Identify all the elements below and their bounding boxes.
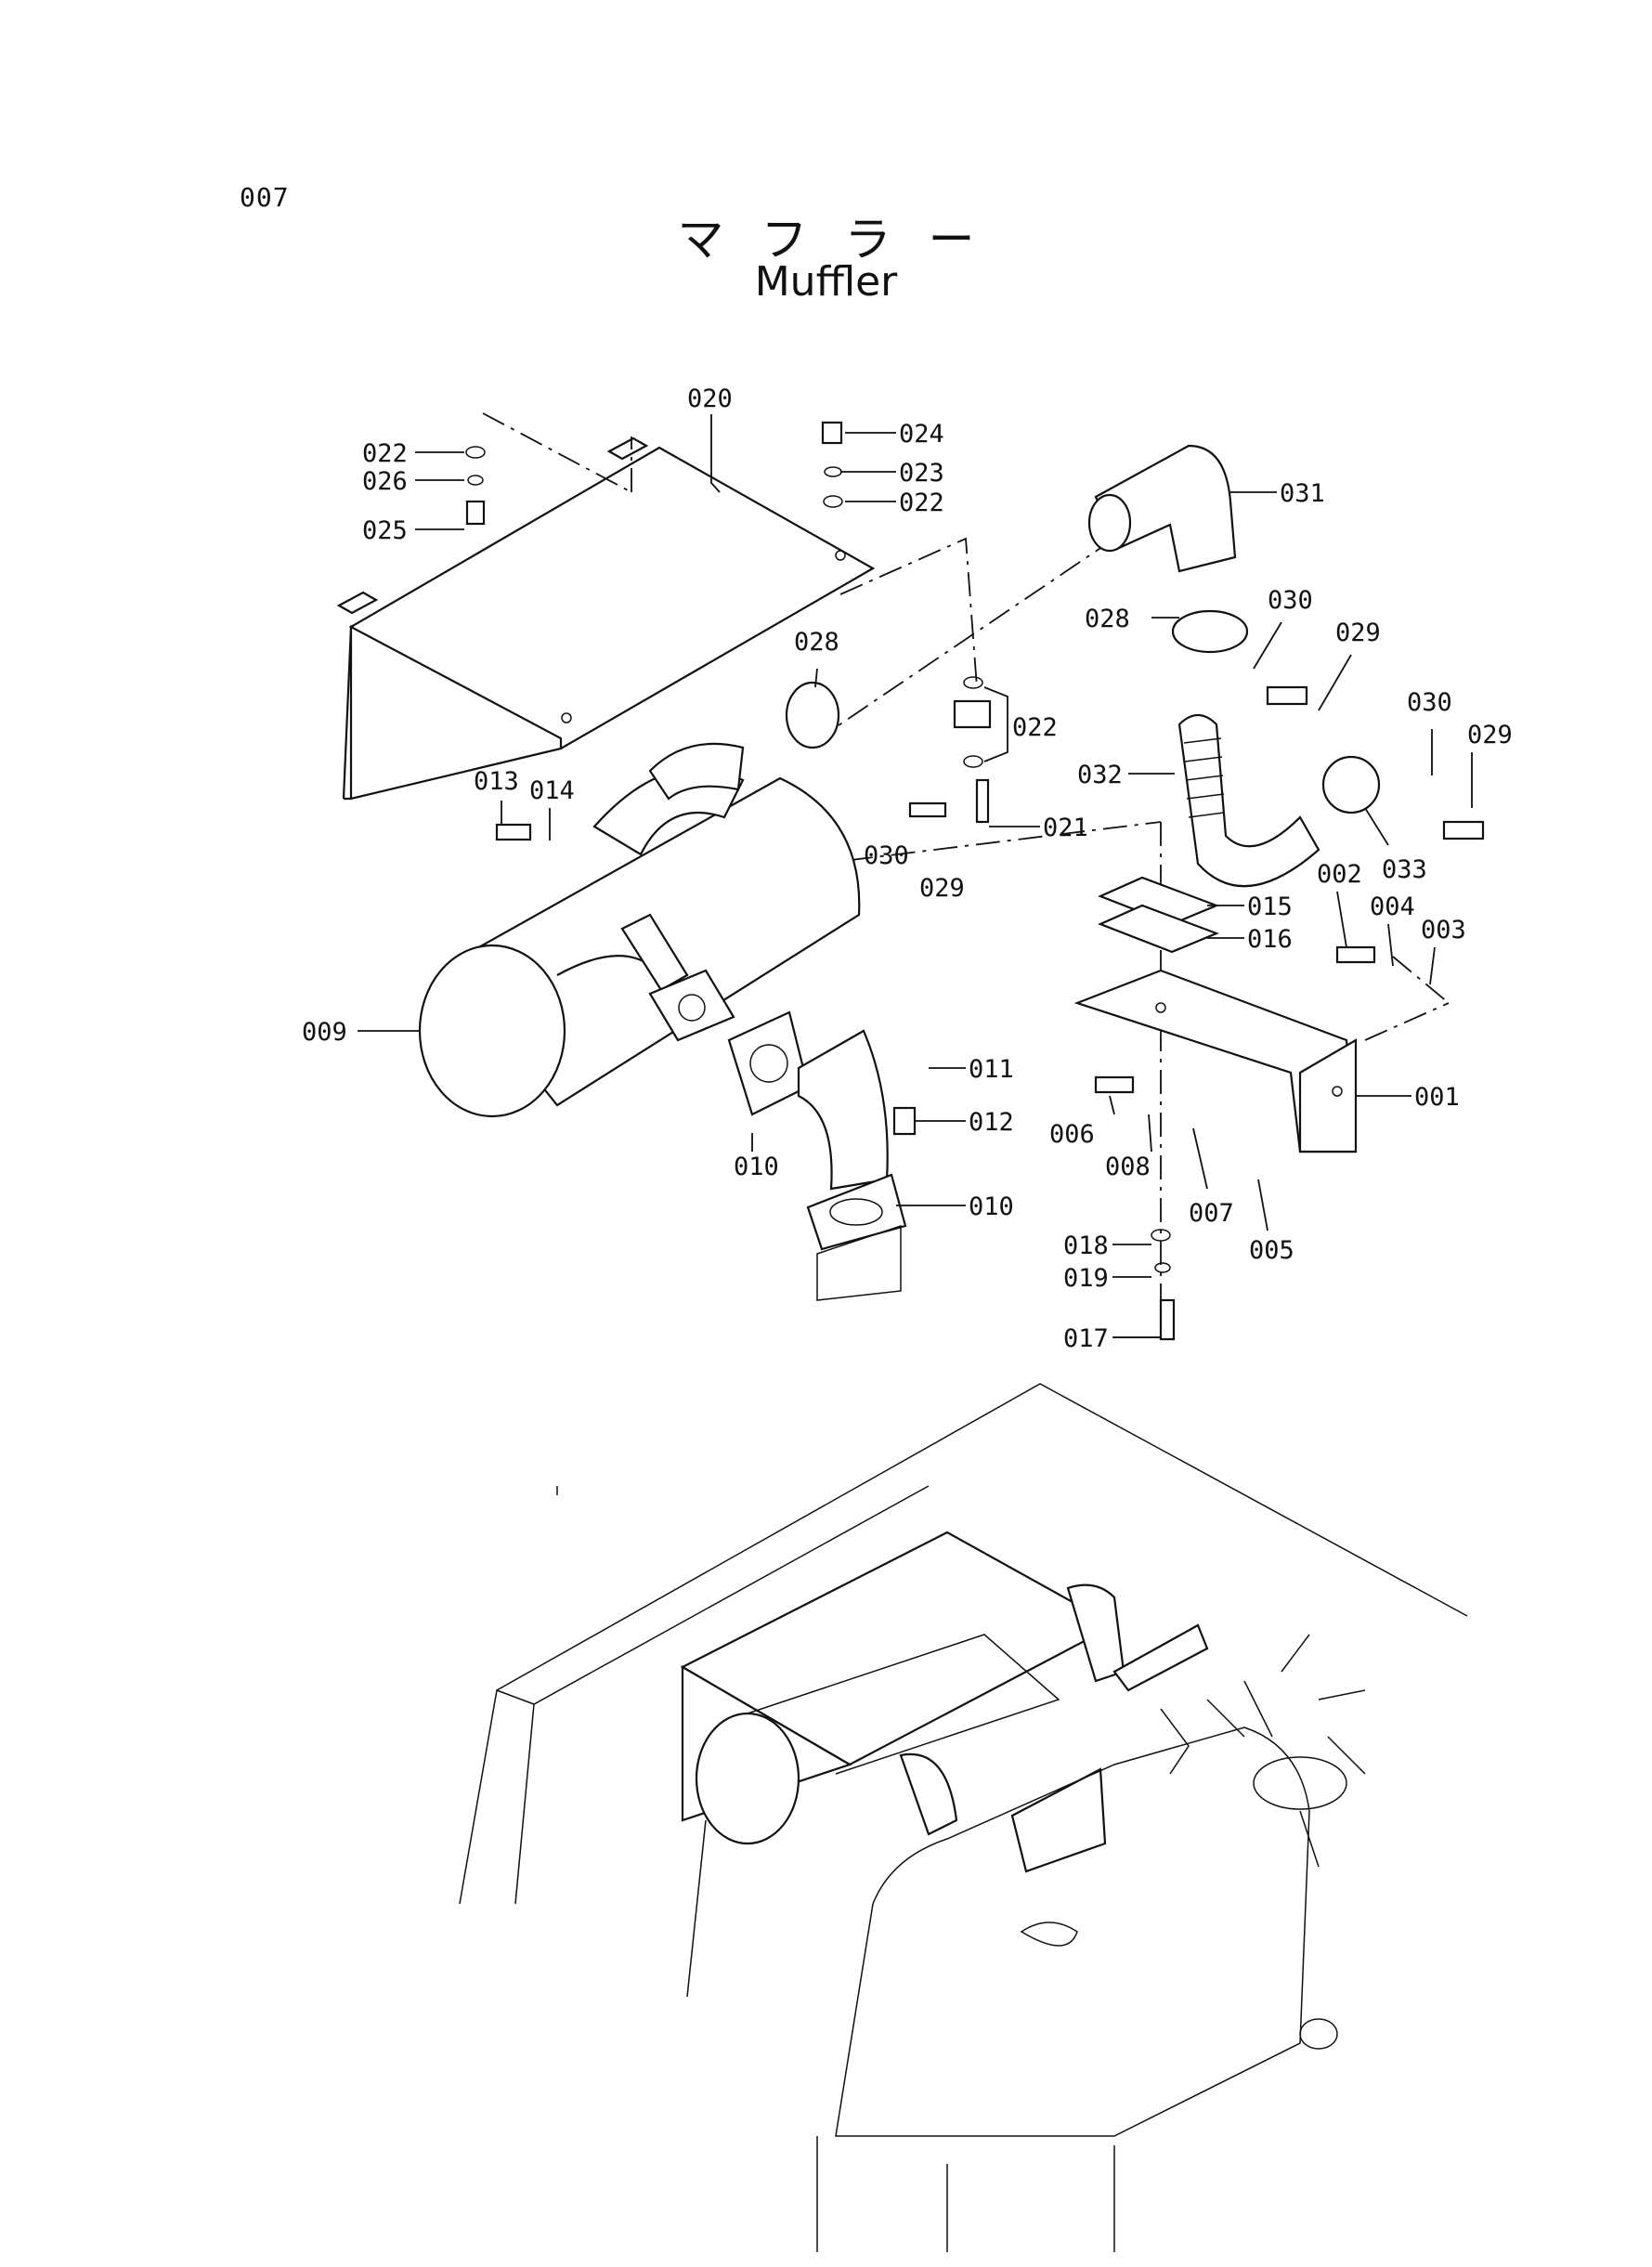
label-020: 020: [687, 384, 733, 413]
label-005: 005: [1249, 1236, 1294, 1265]
label-029: 029: [1335, 619, 1381, 647]
label-010-b: 010: [969, 1192, 1014, 1221]
callouts: 020 022 026 025 024 023 022 031 028 030 …: [302, 384, 1513, 1353]
exhaust-pipes: [1087, 444, 1320, 888]
shims-015-016: [1098, 876, 1219, 954]
page-number: 007: [240, 182, 290, 213]
page-title-english: Muffler: [754, 258, 898, 306]
label-033: 033: [1382, 855, 1427, 884]
label-018: 018: [1063, 1231, 1109, 1260]
label-029-b: 029: [1467, 721, 1513, 749]
label-030-c: 030: [864, 841, 909, 870]
label-011: 011: [969, 1055, 1014, 1084]
label-003: 003: [1421, 916, 1466, 945]
cover-plate-020: [336, 436, 876, 801]
label-022-c: 022: [1012, 713, 1058, 742]
label-010: 010: [734, 1153, 779, 1181]
label-026: 026: [362, 467, 408, 496]
page-title-japanese: マフラー: [677, 213, 1012, 267]
label-019: 019: [1063, 1264, 1109, 1293]
label-031: 031: [1280, 479, 1325, 508]
label-030: 030: [1268, 586, 1313, 615]
label-017: 017: [1063, 1324, 1109, 1353]
label-009: 009: [302, 1018, 347, 1047]
label-021: 021: [1043, 814, 1088, 842]
label-028-b: 028: [794, 628, 839, 657]
label-012: 012: [969, 1108, 1014, 1137]
label-016: 016: [1247, 925, 1293, 954]
label-032: 032: [1077, 761, 1123, 789]
label-023: 023: [899, 459, 944, 488]
label-007: 007: [1189, 1199, 1234, 1228]
label-028: 028: [1085, 605, 1130, 633]
label-029-c: 029: [919, 874, 965, 903]
label-015: 015: [1247, 892, 1293, 921]
label-006: 006: [1049, 1120, 1095, 1149]
label-013: 013: [474, 767, 519, 796]
label-014: 014: [529, 776, 575, 805]
label-030-b: 030: [1407, 688, 1452, 717]
bracket-001: [1073, 969, 1358, 1153]
label-008: 008: [1105, 1153, 1151, 1181]
assembled-view: [459, 1383, 1468, 2252]
label-002: 002: [1317, 860, 1362, 889]
clamps: [785, 609, 1381, 814]
muffler-009: [418, 742, 861, 1118]
label-022-b: 022: [899, 489, 944, 517]
label-004: 004: [1370, 892, 1415, 921]
exhaust-flanges: [648, 969, 917, 1301]
label-001: 001: [1414, 1083, 1460, 1112]
label-024: 024: [899, 420, 944, 449]
fasteners: [465, 421, 1485, 1341]
label-022: 022: [362, 439, 408, 468]
label-025: 025: [362, 516, 408, 545]
